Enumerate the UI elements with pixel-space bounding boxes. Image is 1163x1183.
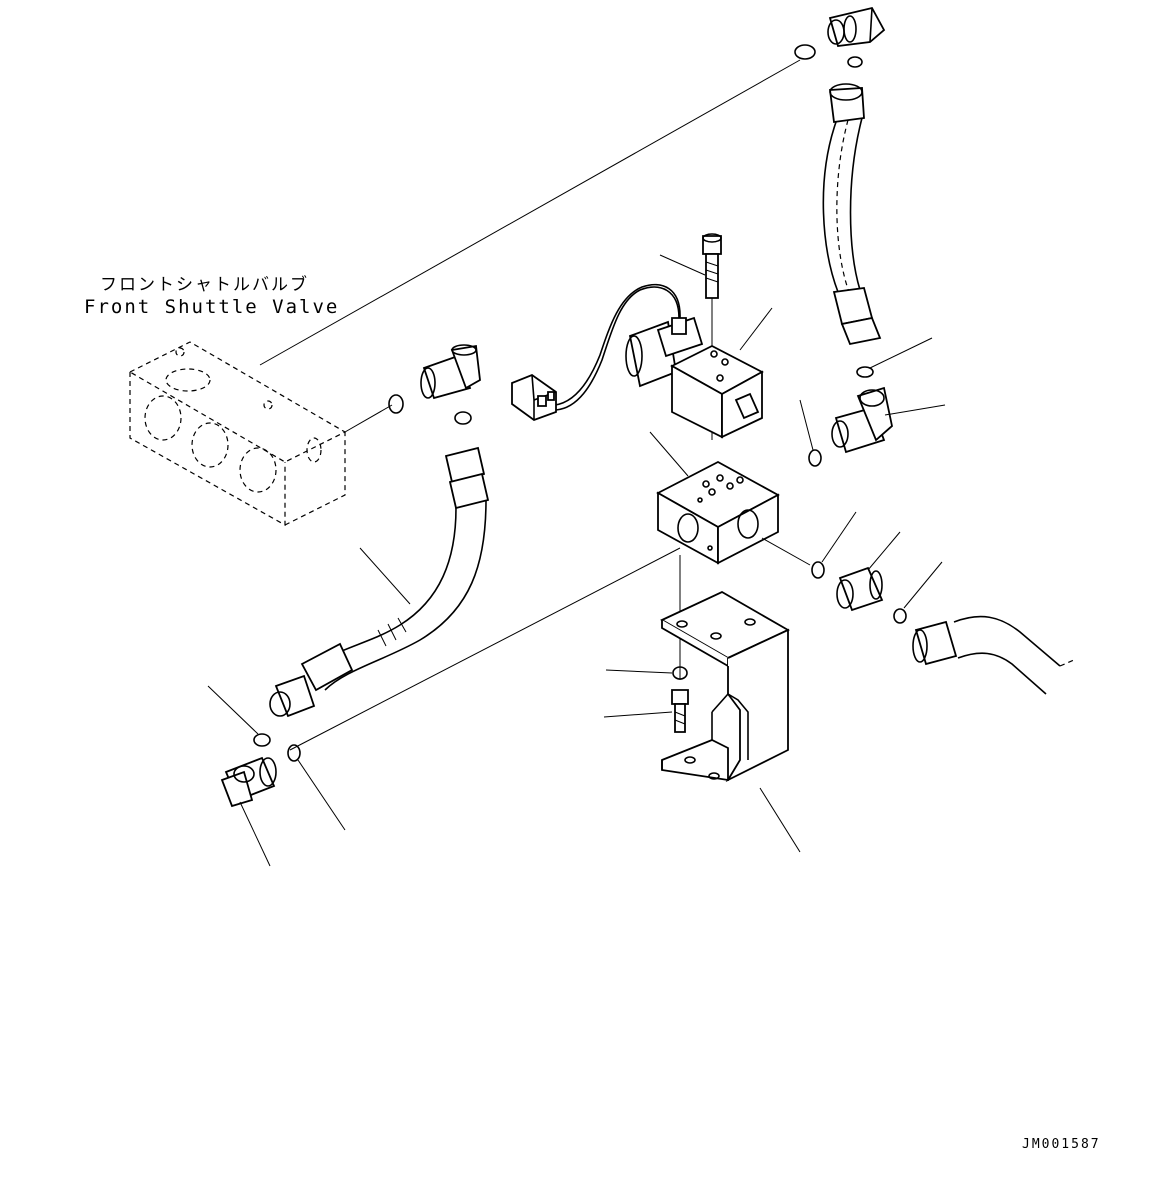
hose-top-right xyxy=(823,84,880,344)
leader-line-fitting-right xyxy=(868,532,900,570)
o-ring-top-2 xyxy=(848,57,862,67)
leader-line-shuttle-oring xyxy=(260,60,800,365)
o-ring-left-top xyxy=(455,412,471,424)
drawing-code: JM001587 xyxy=(1022,1137,1101,1152)
leader-line-bolt-top xyxy=(660,255,705,275)
leader-line-elbow-right xyxy=(885,405,945,415)
hose-bottom-right xyxy=(913,617,1074,694)
mounting-bracket xyxy=(662,592,788,780)
leader-line-washer xyxy=(606,670,672,673)
elbow-fitting-right xyxy=(832,388,892,452)
elbow-fitting-left-bottom xyxy=(222,758,276,806)
o-ring-left-bottom xyxy=(254,734,270,746)
leader-line-o-ring-far xyxy=(904,562,942,608)
leader-line-elbow-left xyxy=(240,802,270,866)
leader-line-manifold-port xyxy=(290,548,680,750)
leader-line-bolt-bracket xyxy=(604,712,672,717)
bolt-top xyxy=(703,234,721,298)
part-label-english: Front Shuttle Valve xyxy=(84,296,340,318)
leader-line-o-ring-right xyxy=(870,338,932,368)
o-ring-right-mid xyxy=(809,450,821,466)
electrical-connector xyxy=(512,375,556,420)
front-shuttle-valve-block xyxy=(130,342,345,525)
leader-line-o-ring-low xyxy=(822,512,856,562)
leader-line-o-ring-left-2 xyxy=(298,760,345,830)
bolt-bracket xyxy=(672,690,688,732)
o-ring-shuttle xyxy=(389,395,403,413)
o-ring-right-low xyxy=(812,562,824,578)
o-ring-top xyxy=(795,45,815,59)
o-ring-left-bottom-2 xyxy=(288,745,300,761)
solenoid-valve xyxy=(626,318,762,437)
leader-line-o-ring-left xyxy=(208,686,258,734)
leader-line-solenoid xyxy=(740,308,772,350)
leader-line-o-ring-mid xyxy=(800,400,813,450)
washer xyxy=(673,667,687,679)
o-ring-right-upper xyxy=(857,367,873,377)
leader-line-manifold xyxy=(650,432,688,476)
solenoid-wire xyxy=(556,287,679,410)
solenoid-wire-2 xyxy=(555,285,680,405)
elbow-fitting-top xyxy=(828,8,884,46)
leader-line-manifold-right xyxy=(762,538,810,565)
elbow-fitting-left-top xyxy=(421,345,480,398)
o-ring-far-right xyxy=(894,609,906,623)
leader-line-shuttle-port xyxy=(345,405,392,432)
manifold-block xyxy=(658,462,778,563)
straight-fitting-right xyxy=(837,568,882,610)
leader-line-hose-left xyxy=(360,548,410,604)
leader-line-bracket xyxy=(760,788,800,852)
hose-left xyxy=(270,448,488,716)
part-label-japanese: フロントシャトルバルブ xyxy=(100,275,309,295)
